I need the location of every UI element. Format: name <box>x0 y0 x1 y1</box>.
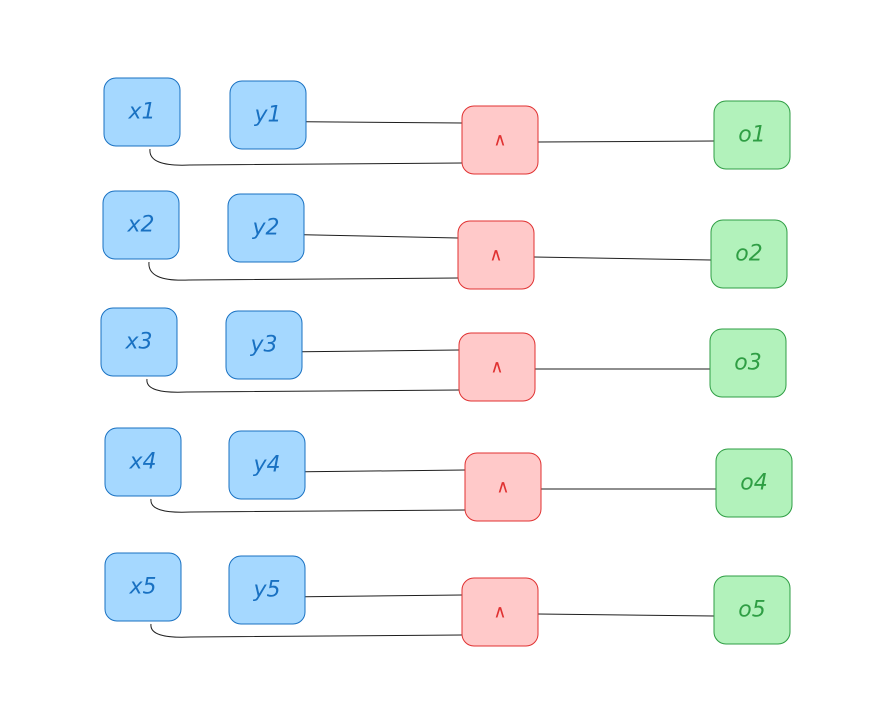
input-x-node-2: x2 <box>102 190 180 260</box>
and-gate-node-3-label: ∧ <box>490 357 503 378</box>
input-y-node-4-label: y4 <box>252 453 280 478</box>
wire-gate-to-output-2 <box>533 256 712 261</box>
input-y-node-1-label: y1 <box>253 103 281 128</box>
input-y-node-2: y2 <box>227 193 305 263</box>
and-gate-node-1-shape <box>461 105 539 175</box>
input-y-node-4: y4 <box>228 430 306 500</box>
wire-gate-to-output-5 <box>537 613 715 617</box>
input-x-node-4: x4 <box>104 427 182 497</box>
output-node-4: o4 <box>715 448 793 518</box>
input-y-node-5: y5 <box>228 555 306 625</box>
output-node-5: o5 <box>713 575 791 645</box>
input-y-node-4-shape <box>228 430 306 500</box>
and-gate-node-1: ∧ <box>461 105 539 175</box>
output-node-5-shape <box>713 575 791 645</box>
circuit-row-3: x3 y3 ∧ o3 <box>100 307 787 402</box>
output-node-1: o1 <box>713 100 791 170</box>
output-node-2-shape <box>710 219 788 289</box>
and-gate-node-2-shape <box>457 220 535 290</box>
output-node-3-label: o3 <box>734 351 761 376</box>
and-gate-node-3-shape <box>458 332 536 402</box>
circuit-row-5: x5 y5 ∧ o5 <box>104 552 791 647</box>
input-y-node-3-shape <box>225 310 303 380</box>
output-node-3: o3 <box>709 328 787 398</box>
input-x-node-2-label: x2 <box>126 213 154 238</box>
output-node-1-shape <box>713 100 791 170</box>
wire-y-to-gate-5 <box>304 594 463 598</box>
output-node-3-shape <box>709 328 787 398</box>
input-x-node-4-label: x4 <box>128 450 156 475</box>
and-gate-node-4-shape <box>464 452 542 522</box>
input-x-node-5-label: x5 <box>128 575 156 600</box>
wire-x-to-gate-1 <box>149 148 463 166</box>
input-y-node-2-shape <box>227 193 305 263</box>
circuit-row-2: x2 y2 ∧ o2 <box>102 190 788 290</box>
wire-y-to-gate-2 <box>303 234 459 239</box>
input-y-node-1: y1 <box>229 80 307 150</box>
input-x-node-5: x5 <box>104 552 182 622</box>
and-gate-node-4: ∧ <box>464 452 542 522</box>
output-node-5-label: o5 <box>738 598 765 623</box>
output-node-4-label: o4 <box>740 471 767 496</box>
circuit-row-4: x4 y4 ∧ o4 <box>104 427 793 522</box>
input-x-node-3: x3 <box>100 307 178 377</box>
input-y-node-5-label: y5 <box>252 578 280 603</box>
wire-x-to-gate-4 <box>150 498 466 513</box>
input-x-node-1-label: x1 <box>127 100 155 125</box>
and-gate-node-4-label: ∧ <box>496 477 509 498</box>
output-node-4-shape <box>715 448 793 518</box>
input-y-node-3: y3 <box>225 310 303 380</box>
output-node-1-label: o1 <box>738 123 765 148</box>
input-y-node-2-label: y2 <box>251 216 279 241</box>
output-node-2-label: o2 <box>735 242 762 267</box>
and-gate-node-2: ∧ <box>457 220 535 290</box>
and-gate-node-5-label: ∧ <box>493 602 506 623</box>
input-x-node-5-shape <box>104 552 182 622</box>
input-x-node-1-shape <box>103 77 181 147</box>
wire-y-to-gate-1 <box>305 121 463 124</box>
and-gate-node-2-label: ∧ <box>489 245 502 266</box>
input-x-node-2-shape <box>102 190 180 260</box>
rows-layer: x1 y1 ∧ o1 x2 y2 ∧ o2 x3 y3 ∧ o3 x4 y4 ∧ o4 x5 y5 ∧ o5 <box>100 77 793 647</box>
input-y-node-1-shape <box>229 80 307 150</box>
wire-y-to-gate-4 <box>304 469 466 473</box>
circuit-row-1: x1 y1 ∧ o1 <box>103 77 791 175</box>
wire-x-to-gate-3 <box>146 378 460 393</box>
wire-x-to-gate-2 <box>148 261 459 281</box>
and-gate-node-5: ∧ <box>461 577 539 647</box>
input-x-node-4-shape <box>104 427 182 497</box>
input-y-node-3-label: y3 <box>249 333 277 358</box>
wire-y-to-gate-3 <box>301 349 460 353</box>
input-y-node-5-shape <box>228 555 306 625</box>
input-x-node-3-label: x3 <box>124 330 152 355</box>
output-node-2: o2 <box>710 219 788 289</box>
input-x-node-3-shape <box>100 307 178 377</box>
wire-x-to-gate-5 <box>150 623 463 638</box>
input-x-node-1: x1 <box>103 77 181 147</box>
and-gate-node-3: ∧ <box>458 332 536 402</box>
wire-gate-to-output-1 <box>537 140 715 143</box>
and-gate-node-5-shape <box>461 577 539 647</box>
and-gate-node-1-label: ∧ <box>493 130 506 151</box>
